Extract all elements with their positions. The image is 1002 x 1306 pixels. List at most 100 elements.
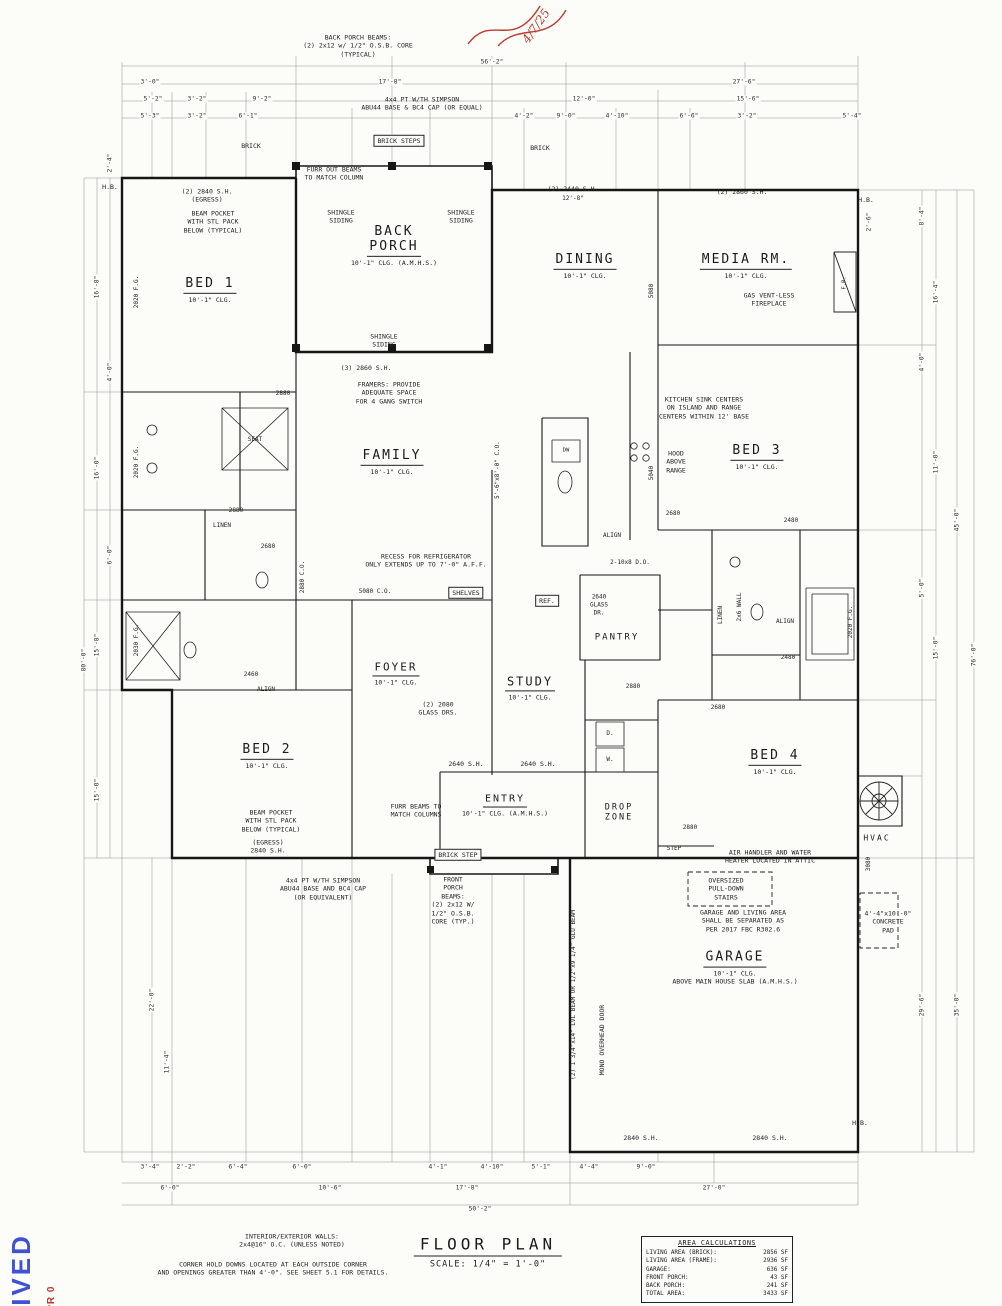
room-ceiling-height: 10'-1" CLG.	[735, 462, 779, 471]
annotation-text: BRICK	[241, 141, 261, 150]
room-name: HVAC	[863, 833, 891, 843]
room-label-drop-zone: DROP ZONE	[603, 803, 635, 825]
room-ceiling-height: 10'-1" CLG.	[563, 271, 607, 280]
dimension-text: 16'-0"	[93, 455, 101, 481]
annotation-text: FRAMERS: PROVIDE ADEQUATE SPACE FOR 4 GA…	[355, 380, 423, 406]
interior-walls	[122, 178, 903, 858]
area-row-label: LIVING AREA (FRAME):	[646, 1258, 717, 1265]
annotation-text: (2) 2440 S.H.	[547, 184, 599, 193]
dimension-text: 6'-0"	[106, 544, 114, 566]
annotation-text: 4'-4"x10'-0" CONCRETE PAD	[864, 909, 912, 935]
annotation-text: REF.	[535, 594, 559, 608]
dimension-text: 10'-6"	[317, 1184, 343, 1192]
annotation-text: RECESS FOR REFRIGERATOR ONLY EXTENDS UP …	[365, 552, 487, 569]
room-ceiling-height: 10'-1" CLG.	[245, 761, 289, 770]
annotation-text: 2680	[710, 704, 726, 712]
annotation-text: 2680	[260, 543, 276, 551]
dimension-text: 5'-1"	[530, 1163, 552, 1171]
dimension-text: 6'-0"	[159, 1184, 181, 1192]
annotation-text: H.B.	[858, 195, 874, 204]
dimension-text: 5'-0"	[918, 577, 926, 599]
annotation-text: 4x4 PT W/TH SIMPSON ABU44 BASE AND BC4 C…	[279, 876, 367, 902]
room-ceiling-height: 10'-1" CLG.	[374, 678, 418, 687]
dimension-text: 8'-4"	[918, 205, 926, 227]
annotation-text: H.B.	[102, 182, 118, 191]
dimension-text: 15'-6"	[735, 95, 761, 103]
area-row: LIVING AREA (BRICK):2856 SF	[646, 1249, 788, 1257]
annotation-text: 2480	[783, 517, 799, 525]
extension-lines	[83, 56, 975, 1206]
dimension-text: 9'-0"	[635, 1163, 657, 1171]
room-name: ENTRY	[482, 794, 528, 808]
annotation-text: BEAM POCKET WITH STL PACK BELOW (TYPICAL…	[241, 808, 301, 834]
room-name: BACK PORCH	[367, 224, 421, 257]
annotation-text: FRONT PORCH BEAMS: (2) 2x12 W/ 1/2" O.S.…	[431, 875, 475, 926]
hvac-fan-icon	[859, 781, 899, 821]
received-stamp-date: APR 0	[46, 1285, 57, 1306]
annotation-text: DW	[562, 447, 570, 454]
room-ceiling-height: 10'-1" CLG. (A.M.H.S.)	[461, 809, 549, 818]
room-ceiling-height: 10'-1" CLG.	[370, 467, 414, 476]
area-row-label: GARAGE:	[646, 1266, 671, 1273]
annotation-text: BACK PORCH BEAMS: (2) 2x12 w/ 1/2" O.S.B…	[303, 33, 413, 59]
room-name: BED 3	[730, 443, 784, 461]
dimension-text: 35'-0"	[953, 992, 961, 1018]
annotation-text: 5080 C.O.	[358, 588, 392, 596]
annotation-text: 2840 S.H.	[752, 1133, 788, 1142]
dimension-text: 4'-10"	[604, 112, 630, 120]
annotation-text: STEP	[666, 845, 682, 853]
room-ceiling-height: 10'-1" CLG. (A.M.H.S.)	[350, 258, 438, 267]
annotation-text: KITCHEN SINK CENTERS ON ISLAND AND RANGE…	[658, 395, 750, 421]
annotation-text: BRICK	[530, 143, 550, 152]
room-name: BED 4	[748, 748, 802, 766]
annotation-text: (2) 2840 S.H. (EGRESS)	[181, 187, 233, 204]
dimension-text: 17'-8"	[377, 78, 403, 86]
dimension-text: 3'-4"	[139, 1163, 161, 1171]
area-row-value: 2856 SF	[763, 1250, 788, 1256]
area-row: BACK PORCH:241 SF	[646, 1282, 788, 1290]
area-row-value: 3433 SF	[763, 1291, 788, 1298]
annotation-text: FURR OUT BEAMS TO MATCH COLUMN	[304, 165, 364, 182]
area-row-label: BACK PORCH:	[646, 1283, 686, 1290]
dimension-text: 2'-4"	[106, 152, 114, 174]
annotation-text: SHINGLE SIDING	[370, 332, 398, 349]
dimension-text: 9'-0"	[555, 112, 577, 120]
red-pen-scribble	[467, 5, 567, 47]
dimension-text: 3'-0"	[139, 78, 161, 86]
area-row-value: 2936 SF	[763, 1258, 788, 1265]
dimension-text: 4'-0"	[918, 351, 926, 373]
annotation-text: GARAGE AND LIVING AREA SHALL BE SEPARATE…	[699, 908, 787, 934]
dimension-text: 9'-2"	[251, 95, 273, 103]
dimension-text: 3'-2"	[186, 112, 208, 120]
area-row: GARAGE:636 SF	[646, 1266, 788, 1274]
dimension-text: 76'-0"	[970, 642, 978, 668]
fireplace-icon	[833, 251, 857, 313]
dimension-text: 22'-0"	[148, 987, 156, 1013]
area-row-label: TOTAL AREA:	[646, 1291, 686, 1298]
room-name: GARAGE	[703, 950, 767, 968]
annotation-text: AIR HANDLER AND WATER HEATER LOCATED IN …	[724, 848, 816, 865]
received-stamp: RECEIVED	[6, 1233, 37, 1306]
dimension-text: 50'-2"	[467, 1205, 493, 1213]
dimension-text: 5'-3"	[139, 112, 161, 120]
dimension-text: 6'-0"	[291, 1163, 313, 1171]
room-label-media-rm: MEDIA RM.10'-1" CLG.	[699, 248, 793, 280]
dimension-text: 45'-0"	[953, 507, 961, 533]
room-ceiling-height: 10'-1" CLG.	[188, 295, 232, 304]
annotation-text: CORNER HOLD DOWNS LOCATED AT EACH OUTSID…	[157, 1260, 389, 1277]
dimension-text: 4'-1"	[427, 1163, 449, 1171]
dimension-text: 12'-0"	[571, 95, 597, 103]
room-name: MEDIA RM.	[699, 252, 793, 270]
annotation-text: 2880	[682, 824, 698, 832]
annotation-text: SHINGLE SIDING	[327, 208, 355, 225]
annotation-text: ALIGN	[602, 532, 622, 540]
area-row: TOTAL AREA: 3433 SF	[646, 1290, 788, 1298]
dimension-text: 56'-2"	[479, 58, 505, 66]
